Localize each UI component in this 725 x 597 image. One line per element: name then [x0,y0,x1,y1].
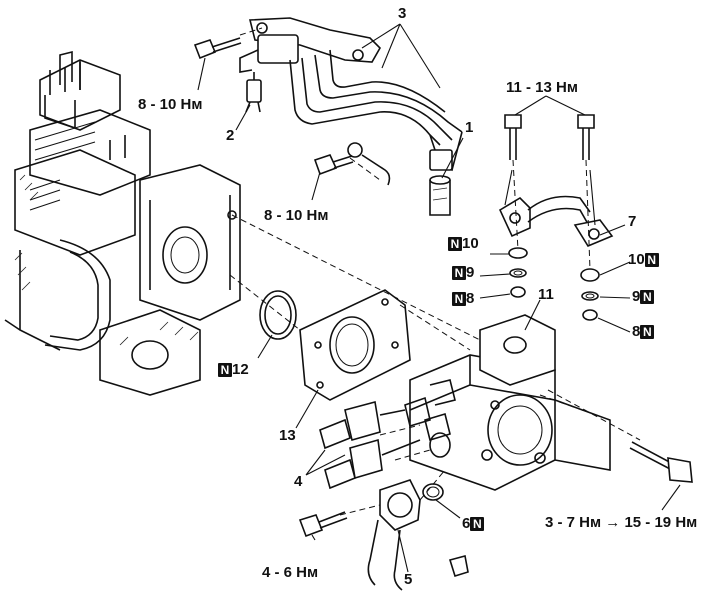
oring-6 [422,483,444,501]
callout-9-right: 9 [632,288,641,305]
new-part-marker: N [448,237,462,252]
long-bolt [629,441,693,483]
leader-lines [197,23,681,573]
callout-4: 4 [294,473,303,490]
eye-fitting [347,142,391,186]
new-part-marker: N [644,253,659,268]
pipe-assembly-3 [239,17,463,172]
banjo-pipe-7 [498,114,614,248]
bolt-bottom-left [298,511,348,538]
hose-part-1 [429,175,451,216]
small-clip [448,555,469,577]
washers-left [508,247,528,298]
torque-banjo: 11 - 13 Нм [506,79,578,96]
callout-2: 2 [226,127,235,144]
torque-long-bolt: 3 - 7 Нм → 15 - 19 Нм [545,514,698,531]
flange-part-5 [367,479,421,591]
callout-7: 7 [628,213,637,230]
alignment-lines [229,27,641,516]
oring-12 [259,290,297,340]
callout-5: 5 [404,571,413,588]
bolt-mid [313,154,354,176]
new-part-marker: N [640,325,655,340]
washers-right [580,268,600,321]
new-part-marker: N [218,363,232,378]
engine-block [4,50,241,396]
torque-bottom-left: 4 - 6 Нм [262,564,319,581]
callout-6: 6 [462,515,471,532]
torque-top-left: 8 - 10 Нм [138,96,203,113]
callout-3: 3 [398,5,407,22]
callout-10-right: 10 [628,251,645,268]
sensor-part-2 [245,72,262,113]
callout-8-left: 8 [466,290,475,307]
callout-13: 13 [279,427,296,444]
new-part-marker: N [452,292,466,307]
callout-11: 11 [538,286,554,303]
callout-1: 1 [465,119,474,136]
callout-12: 12 [232,361,249,378]
new-part-marker: N [640,290,655,305]
callout-8-right: 8 [632,323,641,340]
pump-housing-11 [404,314,611,491]
new-part-marker: N [470,517,485,532]
bolt-top-left [193,37,242,60]
callout-10-left: 10 [462,235,479,252]
callout-9-left: 9 [466,264,475,281]
gasket-13 [299,289,411,401]
torque-mid: 8 - 10 Нм [264,207,329,224]
new-part-marker: N [452,266,466,281]
hoses-4 [319,401,421,490]
